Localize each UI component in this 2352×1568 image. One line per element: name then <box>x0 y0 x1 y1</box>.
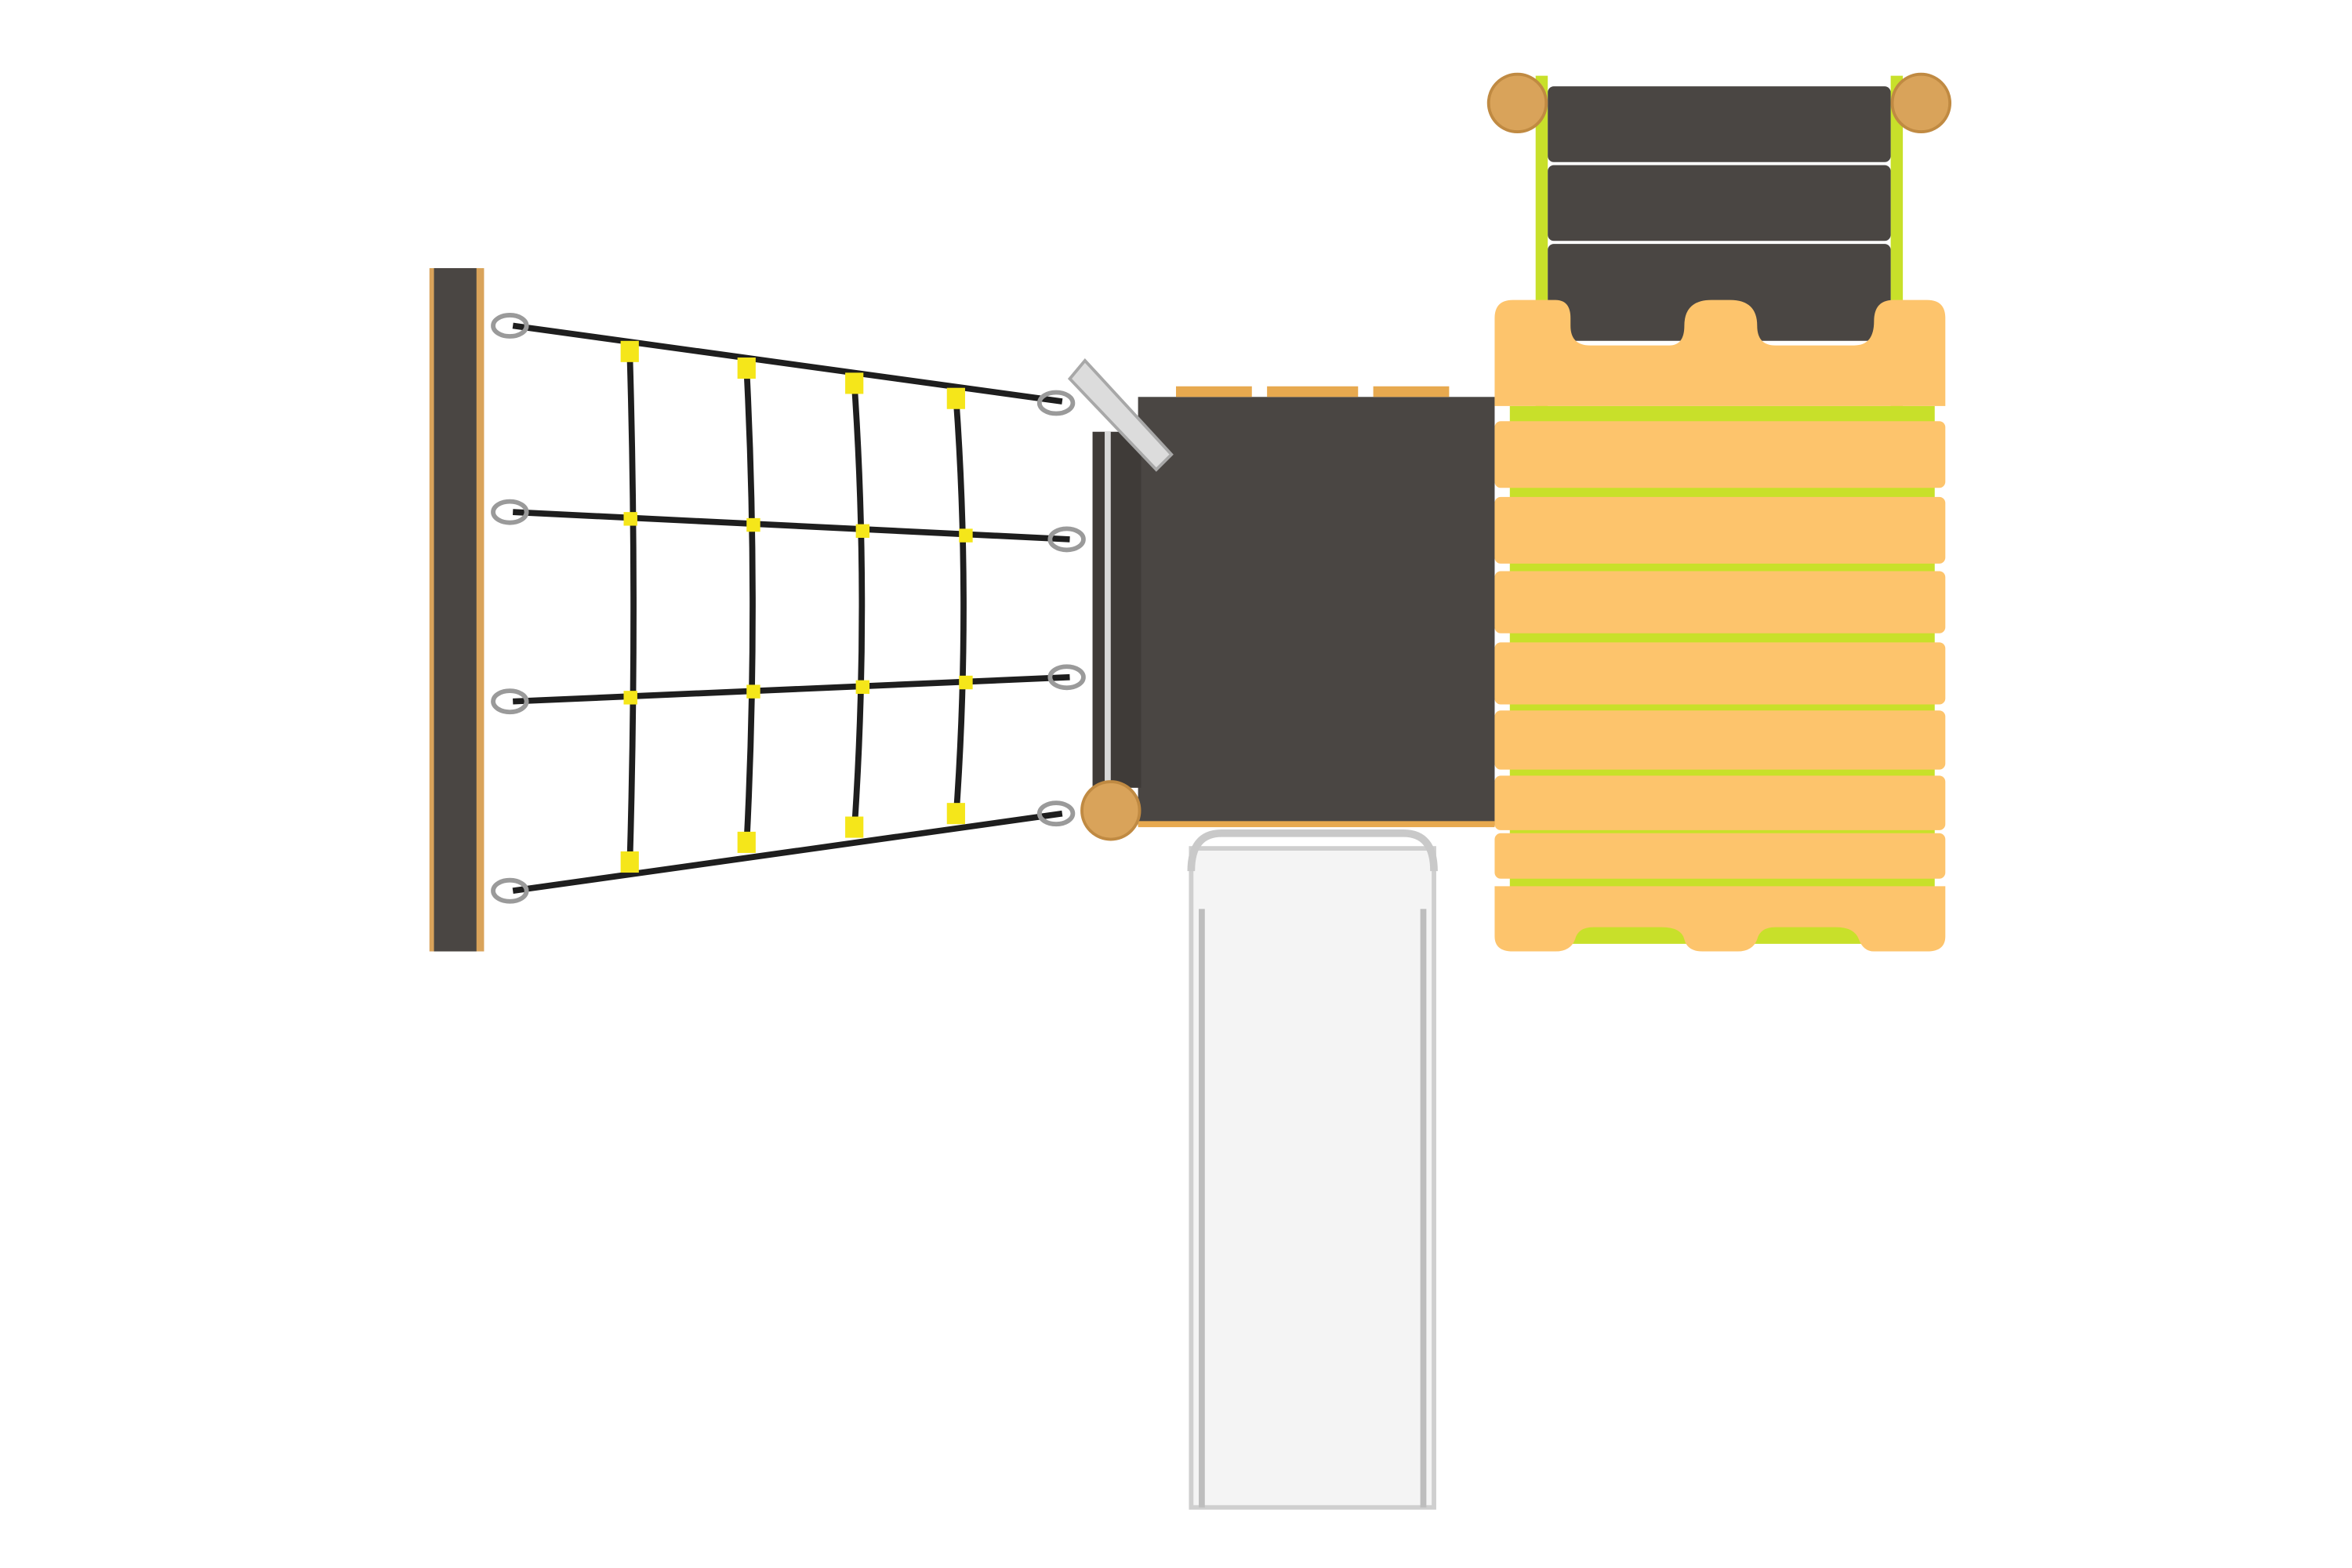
climbing-net <box>512 322 1070 895</box>
wooden-plank-wall <box>1494 299 1946 952</box>
rope-clips <box>620 340 973 873</box>
handle-bar <box>1067 358 1174 472</box>
deck-platform <box>1092 386 1495 828</box>
rope-thimbles <box>491 313 1086 904</box>
stair-tower <box>1535 75 1904 425</box>
net-post <box>429 268 485 952</box>
slide <box>1187 829 1438 1510</box>
round-posts <box>1080 72 1952 841</box>
